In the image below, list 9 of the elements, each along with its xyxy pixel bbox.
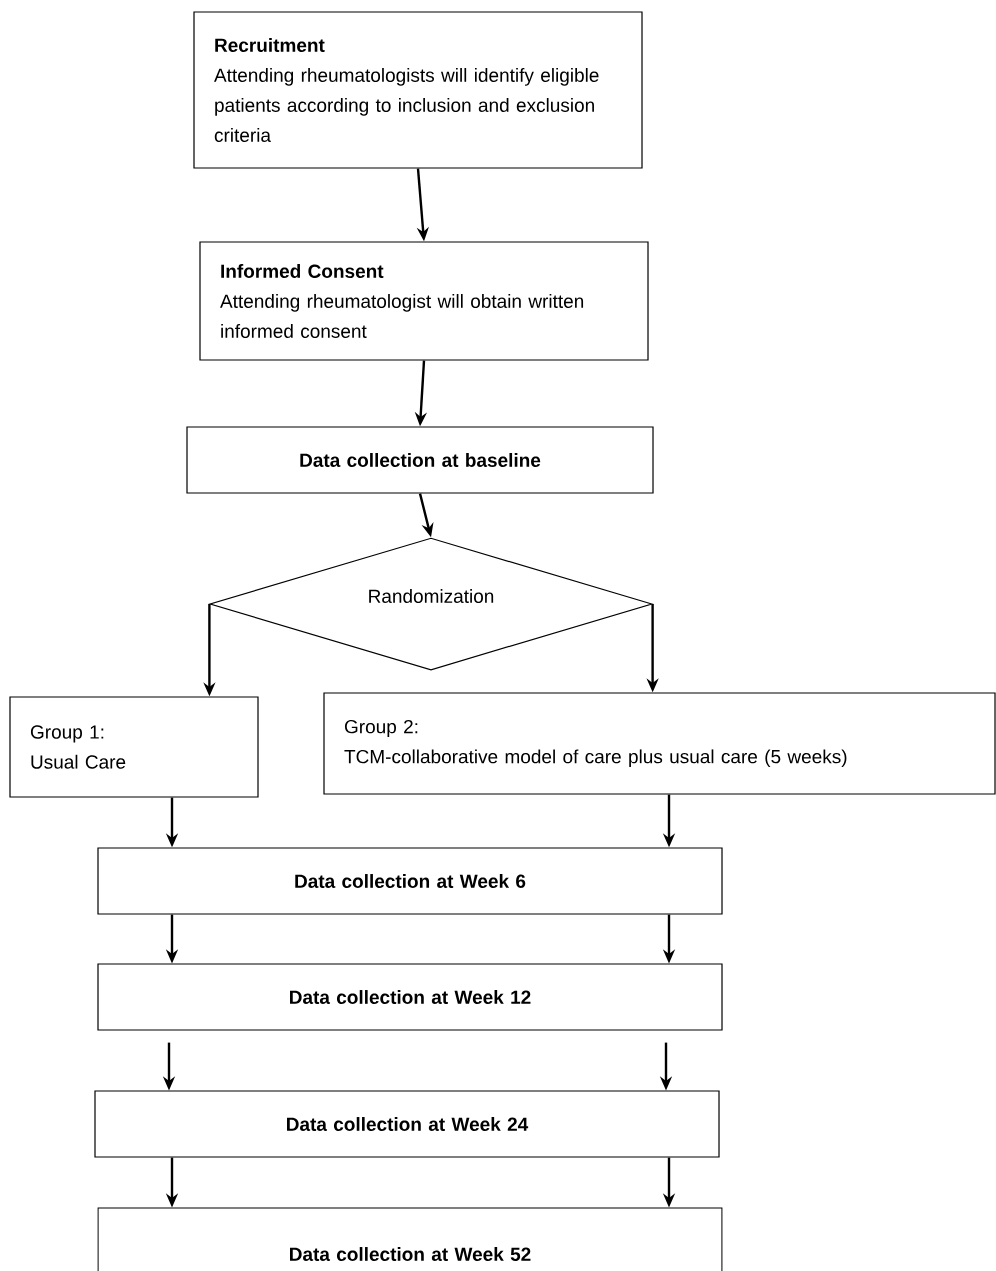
process-box: Group 2: TCM-collaborative model of care plus usual care (5 weeks) (323, 692, 996, 795)
process-box: Informed Consent Attending rheumatologist will obtain written informed consent (199, 241, 649, 361)
process-box: Data collection at baseline (186, 426, 654, 494)
process-box: Data collection at Week 24 (94, 1090, 720, 1158)
process-box: Data collection at Week 6 (97, 847, 723, 915)
process-box: Data collection at Week 52 (97, 1207, 723, 1271)
process-box: Group 1: Usual Care (9, 696, 259, 798)
process-box: Data collection at Week 12 (97, 963, 723, 1031)
process-box: Recruitment Attending rheumatologists will identify eligible patients according to inclusion and exclusion criteria (193, 11, 643, 169)
